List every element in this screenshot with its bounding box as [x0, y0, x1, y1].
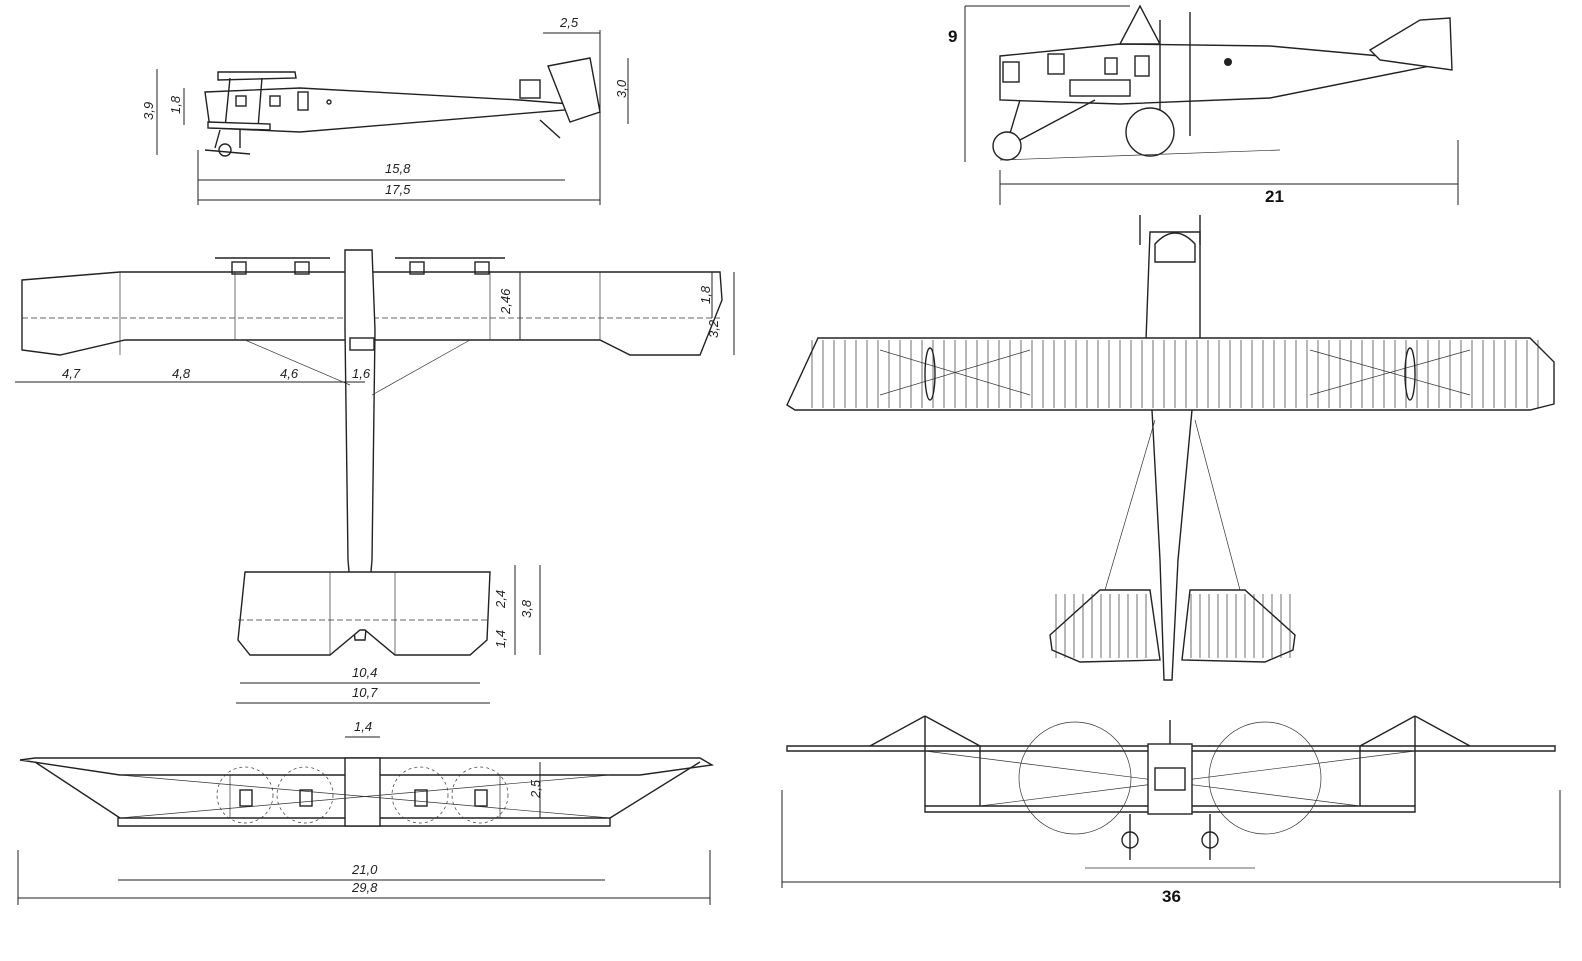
dim-chord-tip: 1,8 — [698, 285, 713, 304]
dim-gap: 2,5 — [528, 779, 543, 799]
dim-tail-span-total: 10,7 — [352, 685, 378, 700]
dim-length-total: 17,5 — [385, 182, 411, 197]
dim-length-inner: 15,8 — [385, 161, 411, 176]
dim-fuselage-width: 1,4 — [354, 719, 372, 734]
dim-front-span: 36 — [1162, 887, 1181, 906]
dim-span-1: 4,7 — [62, 366, 81, 381]
left-front-view: 1,4 2,5 21,0 29,8 — [17, 719, 715, 905]
dim-height-total: 3,9 — [141, 102, 156, 120]
wing-ribs — [811, 340, 1539, 408]
dim-chord-root: 2,46 — [498, 288, 513, 315]
tail-ribs — [1055, 594, 1291, 658]
dim-tail-width: 2,5 — [559, 15, 579, 30]
dim-side-length: 21 — [1265, 187, 1284, 206]
dim-center: 1,6 — [352, 366, 371, 381]
dim-chord-total: 3,2 — [706, 319, 721, 338]
dim-tail-chord-b: 3,8 — [519, 599, 534, 618]
dim-span-2: 4,8 — [172, 366, 191, 381]
dim-side-height: 9 — [948, 27, 957, 46]
dim-tail-span-inner: 10,4 — [352, 665, 377, 680]
dim-lower-span: 21,0 — [351, 862, 378, 877]
left-top-view: 2,46 1,8 3,2 4,7 4,8 4,6 1,6 2,4 3,8 1,4… — [15, 249, 735, 704]
dim-span-3: 4,6 — [280, 366, 299, 381]
dim-tail-chord-a: 2,4 — [493, 590, 508, 609]
right-side-view: 9 21 — [948, 4, 1459, 206]
dim-upper-span: 29,8 — [351, 880, 378, 895]
right-top-view — [786, 215, 1555, 681]
dim-height-nose: 1,8 — [168, 95, 183, 114]
left-side-view: 2,5 3,9 1,8 3,0 15,8 17,5 — [141, 15, 629, 205]
dim-tail-height: 3,0 — [614, 79, 629, 98]
right-front-view: 36 — [781, 715, 1561, 906]
dim-tail-chord-c: 1,4 — [493, 630, 508, 648]
